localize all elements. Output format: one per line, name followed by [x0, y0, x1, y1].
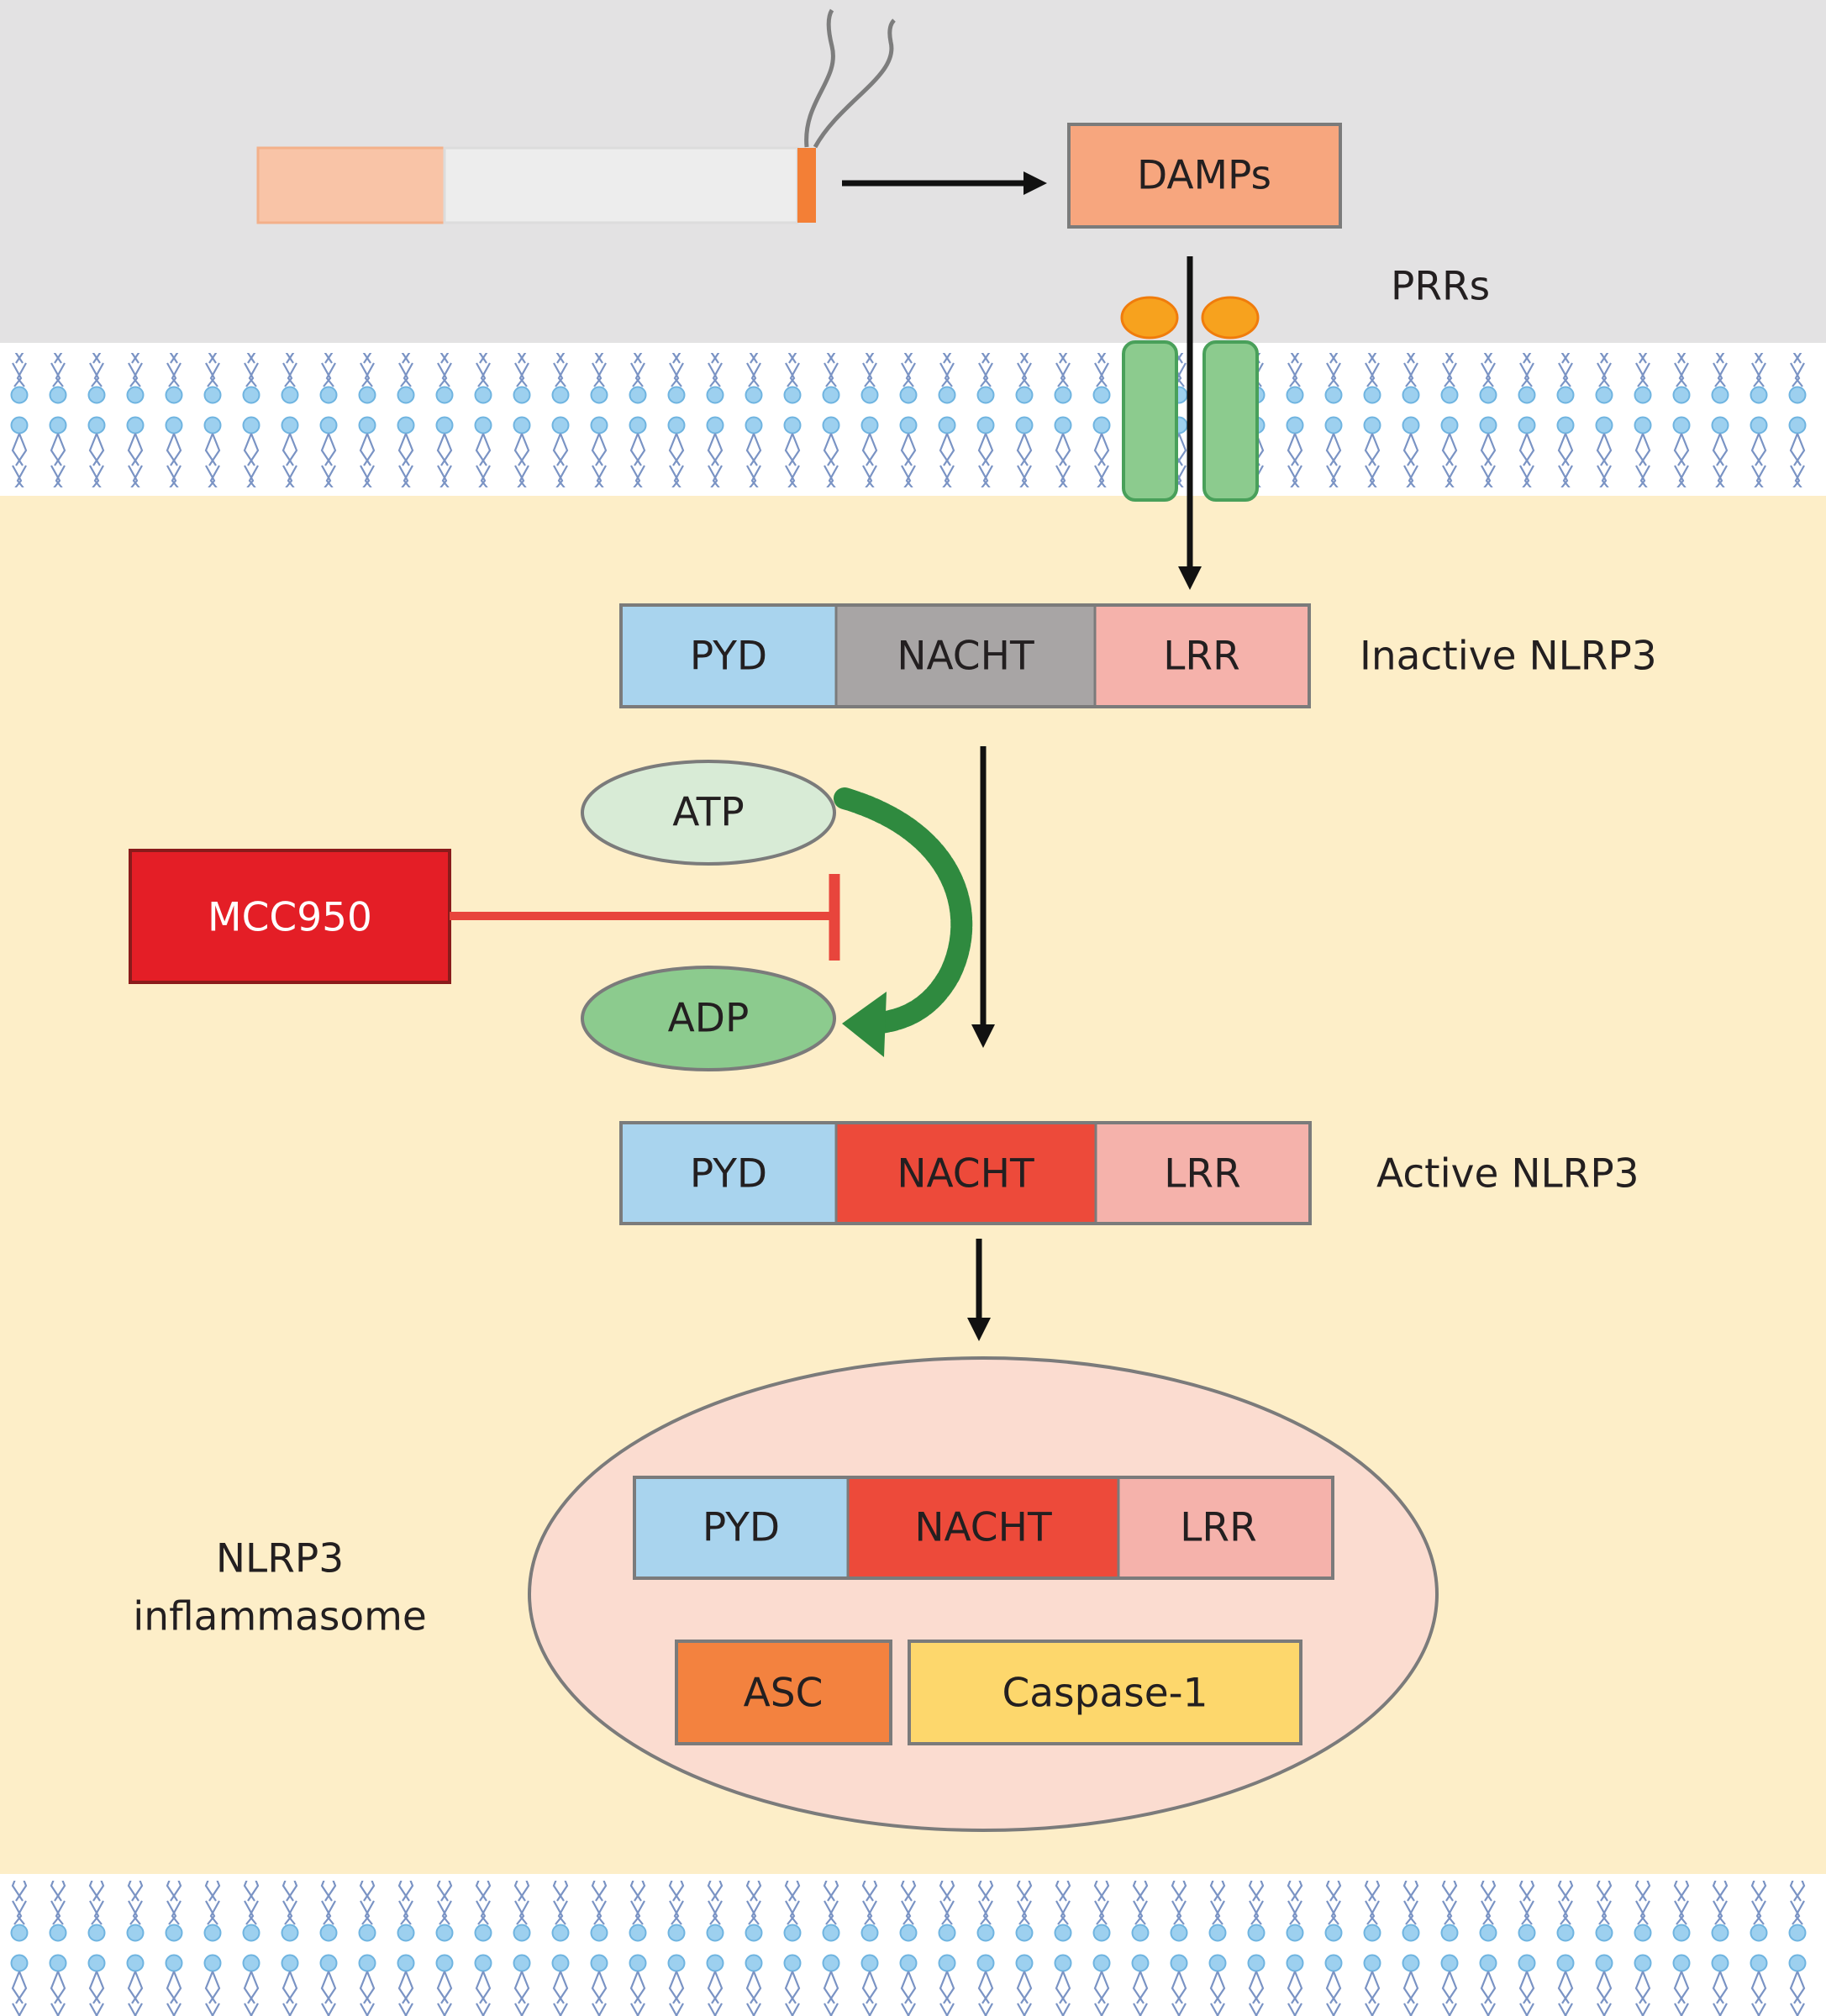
inflammasome-label-line2: inflammasome [133, 1594, 427, 1640]
inactive-nlrp3-label: Inactive NLRP3 [1360, 634, 1657, 680]
inflammasome-nacht-label: NACHT [914, 1505, 1052, 1551]
active-lrr-domain [1096, 1123, 1310, 1224]
asc-box [675, 1640, 892, 1745]
adp-label: ADP [668, 996, 750, 1042]
atp-label: ATP [672, 790, 745, 836]
inflammasome-lrr-label: LRR [1180, 1505, 1257, 1551]
active-nacht-domain [836, 1123, 1096, 1224]
adp-ellipse [581, 966, 836, 1071]
asc-label: ASC [744, 1671, 824, 1717]
inactive-pyd-domain [621, 605, 836, 707]
prrs-label: PRRs [1391, 264, 1490, 310]
damps-label: DAMPs [1137, 153, 1271, 199]
cell-membrane-bottom [0, 1881, 1826, 2016]
inactive-nacht-label: NACHT [897, 634, 1034, 680]
cell-membrane-top [0, 353, 1826, 487]
inactive-pyd-label: PYD [690, 634, 767, 680]
inflammasome-pyd-domain [634, 1477, 848, 1578]
cigarette-icon [256, 8, 896, 224]
inactive-nlrp3-protein: PYD NACHT LRR [619, 603, 1311, 708]
active-nacht-label: NACHT [897, 1151, 1034, 1197]
atp-ellipse [581, 760, 836, 866]
active-lrr-label: LRR [1164, 1151, 1241, 1197]
inflammasome-pyd-label: PYD [703, 1505, 780, 1551]
mcc950-label: MCC950 [208, 895, 372, 941]
inflammasome-nacht-domain [848, 1477, 1118, 1578]
atp-hydrolysis-arrow [834, 787, 973, 1057]
mcc950-box [129, 849, 451, 984]
inactive-lrr-domain [1095, 605, 1309, 707]
inflammasome-complex [528, 1356, 1439, 1832]
prr-receptor [1120, 296, 1260, 502]
inactive-lrr-label: LRR [1163, 634, 1240, 680]
damps-box [1067, 123, 1342, 229]
caspase-1-box [908, 1640, 1302, 1745]
active-nlrp3-protein: PYD NACHT LRR [619, 1121, 1312, 1225]
active-pyd-domain [621, 1123, 836, 1224]
inflammasome-nlrp3-protein: PYD NACHT LRR [633, 1476, 1334, 1580]
inflammasome-lrr-domain [1118, 1477, 1333, 1578]
inactive-nacht-domain [836, 605, 1095, 707]
active-nlrp3-label: Active NLRP3 [1376, 1151, 1639, 1197]
inflammasome-label-line1: NLRP3 [216, 1536, 344, 1582]
caspase-1-label: Caspase-1 [1002, 1671, 1208, 1717]
active-pyd-label: PYD [690, 1151, 767, 1197]
